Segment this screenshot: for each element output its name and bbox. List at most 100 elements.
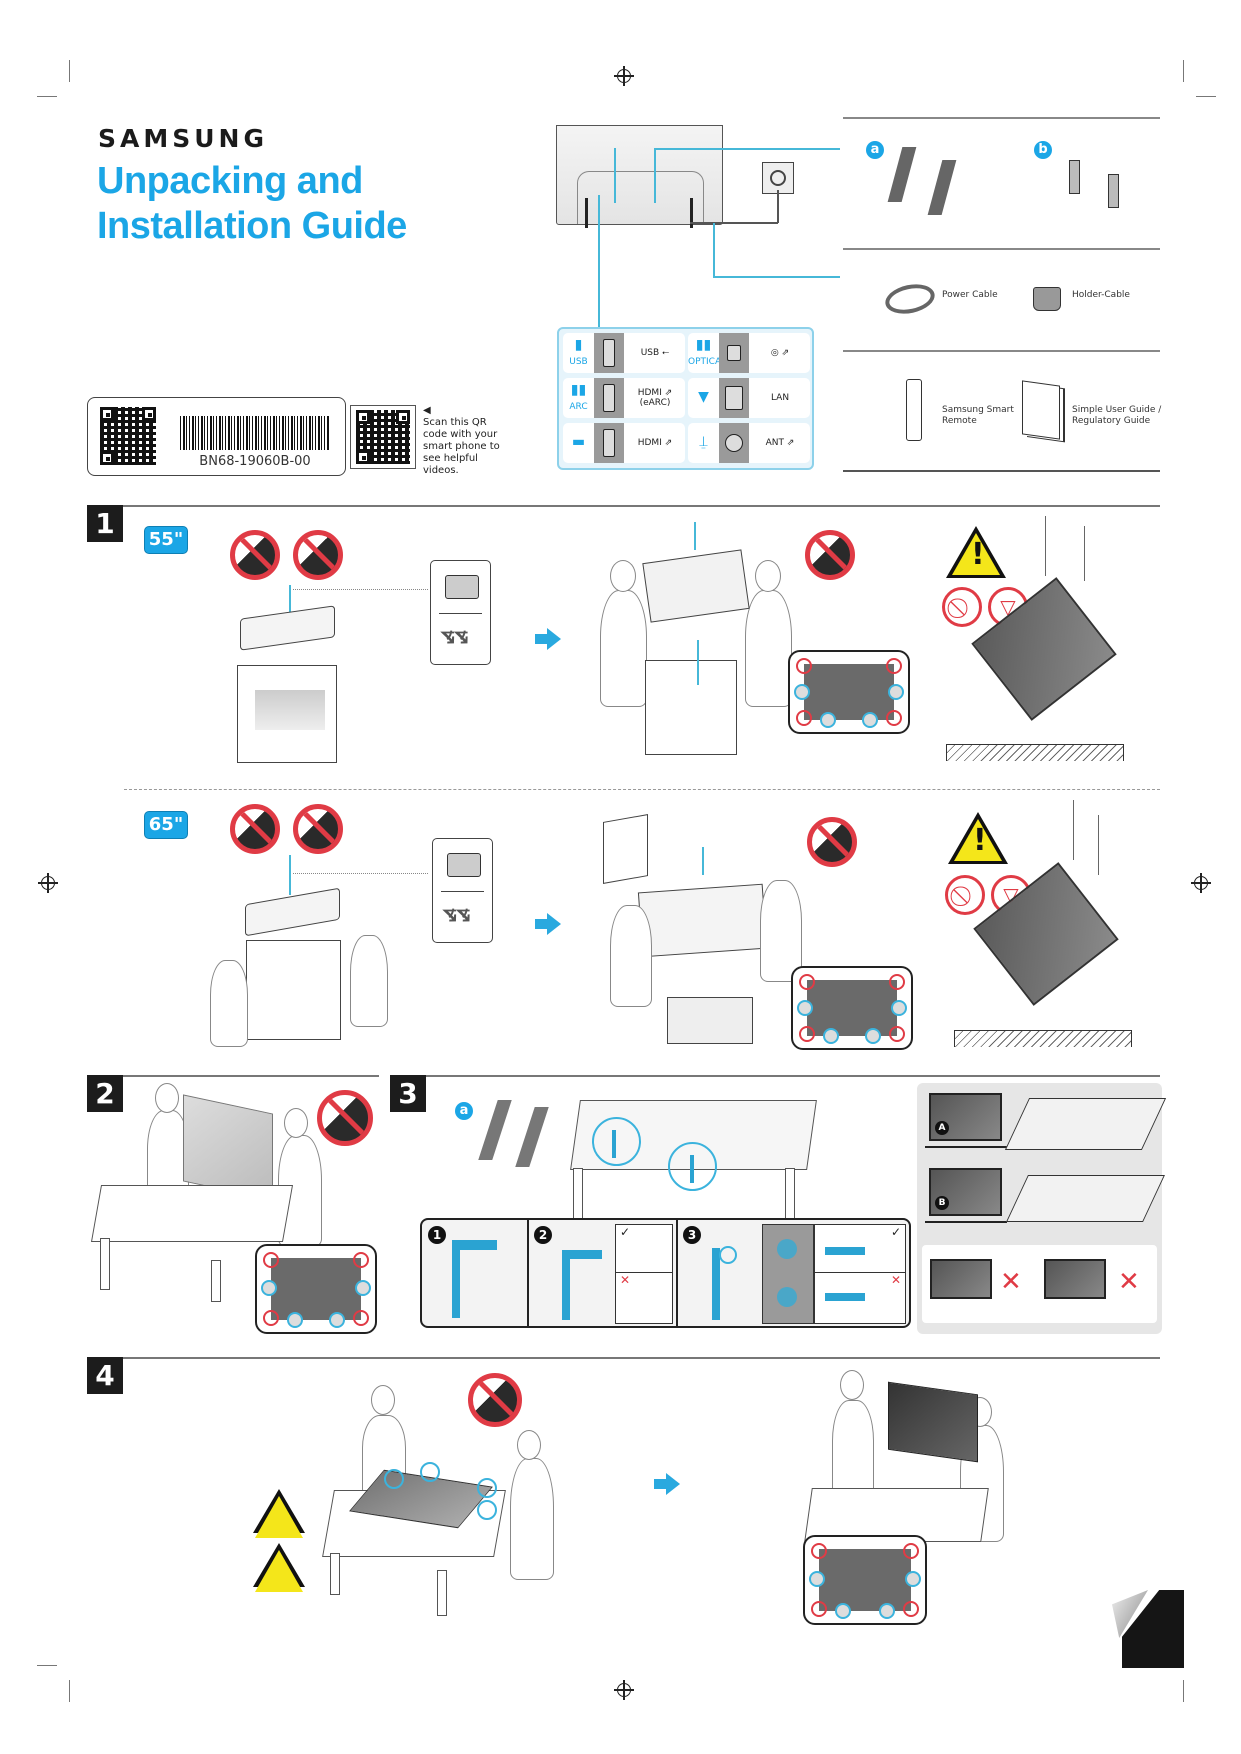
step-number-2: 2 xyxy=(87,1075,123,1112)
packing-foam xyxy=(240,605,335,651)
person-head xyxy=(155,1083,179,1113)
connector-hdmi-earc: ▮▮ARC HDMI ⇗ (eARC) xyxy=(563,378,685,418)
item-badge-b: b xyxy=(1034,141,1052,159)
person-head xyxy=(371,1385,395,1415)
tv-option-b-icon: B xyxy=(929,1168,1002,1216)
next-arrow-icon xyxy=(654,1473,680,1495)
size-badge-55: 55" xyxy=(144,526,188,554)
person-illustration xyxy=(760,880,802,982)
power-cable-icon xyxy=(882,280,938,318)
power-cord-line xyxy=(690,222,778,224)
section-divider xyxy=(87,1357,1160,1359)
warning-exclamation: ! xyxy=(971,537,985,572)
wrong-grip-inset: ✕ xyxy=(615,1272,673,1324)
table-illustration xyxy=(804,1488,989,1542)
crop-mark xyxy=(1183,1680,1184,1702)
grip-circle xyxy=(384,1469,404,1489)
stand-position-options: A B ✕ ✕ xyxy=(917,1083,1167,1334)
prohibited-grab-screen-icon xyxy=(293,804,343,854)
arrow-left-icon: ◀ xyxy=(423,405,431,416)
floor-hatch xyxy=(946,744,1124,761)
prohibited-press-screen-icon xyxy=(807,817,857,867)
size-badge-65: 65" xyxy=(144,811,188,839)
lan-port-icon xyxy=(719,378,749,418)
cross-icon: ✕ xyxy=(1000,1267,1022,1297)
guide-bracket-icon xyxy=(1069,160,1080,194)
tv-back-with-stands-b xyxy=(1006,1175,1165,1222)
section-divider xyxy=(87,1075,379,1077)
divider xyxy=(843,470,1160,472)
divider xyxy=(843,350,1160,352)
snap-detail-inset xyxy=(762,1224,814,1324)
person-illustration xyxy=(832,1400,874,1502)
page-title-line1: Unpacking and xyxy=(97,160,363,202)
user-guide-icon xyxy=(1022,380,1060,440)
person-head xyxy=(610,560,636,592)
grip-detail-inset xyxy=(667,997,753,1044)
check-icon: ✓ xyxy=(620,1225,631,1239)
stand-leg-blue xyxy=(562,1250,570,1320)
peg-icon xyxy=(777,1239,797,1259)
grip-circle xyxy=(477,1478,497,1498)
stand-icon: ⦪⦪ xyxy=(443,899,470,927)
table-illustration xyxy=(90,1185,294,1242)
dotted-leader xyxy=(293,589,428,590)
leader-line xyxy=(614,148,616,203)
prohibited-grab-screen-icon xyxy=(293,530,343,580)
person-head xyxy=(840,1370,864,1400)
video-qr-code[interactable] xyxy=(356,410,410,464)
hdmi-port-icon xyxy=(594,423,624,463)
leader-line xyxy=(654,148,840,150)
soundbar-icon: ▬ xyxy=(571,434,586,450)
connector-usb: ▮USB USB ⭠ xyxy=(563,333,685,373)
box-illustration xyxy=(645,660,737,755)
contents-callout: ⦪⦪ xyxy=(430,560,491,665)
grip-points-diagram xyxy=(788,650,910,734)
speaker-icon: ▮▮OPTICAL xyxy=(688,337,727,367)
empty-box-illustration xyxy=(603,814,648,884)
table-leg xyxy=(573,1168,583,1225)
table-leg xyxy=(330,1553,340,1595)
substep-2-badge: 2 xyxy=(534,1226,552,1244)
step-number-1: 1 xyxy=(87,505,123,542)
qr-hint: ◀ Scan this QR code with your smart phon… xyxy=(423,405,513,477)
tv-lifted-from-box xyxy=(637,883,768,958)
motion-line xyxy=(1098,815,1099,875)
item-badge-a: a xyxy=(866,141,884,159)
holder-cable-icon xyxy=(1033,287,1061,311)
stand-icon xyxy=(478,1100,512,1160)
prohibited-press-screen-icon xyxy=(317,1090,373,1146)
video-qr-box[interactable] xyxy=(350,405,416,469)
cable-bag-icon xyxy=(447,853,481,877)
heavy-lift-hazard-icon xyxy=(253,1543,305,1592)
crop-mark xyxy=(69,1680,70,1702)
correct-fit-inset: ✓ xyxy=(814,1224,906,1273)
brand-logo: SAMSUNG xyxy=(98,124,268,153)
motion-line xyxy=(1045,516,1046,576)
contents-callout: ⦪⦪ xyxy=(432,838,493,943)
tv-back-with-stands-a xyxy=(1004,1098,1167,1150)
up-arrow xyxy=(702,847,704,875)
person-illustration xyxy=(610,905,652,1007)
registration-mark-icon xyxy=(38,873,58,893)
remote-icon xyxy=(906,379,922,441)
user-guide-label: Simple User Guide / Regulatory Guide xyxy=(1072,405,1162,426)
registration-mark-icon xyxy=(614,66,634,86)
motion-line xyxy=(1073,800,1074,860)
qr-code[interactable] xyxy=(100,407,156,465)
crop-mark xyxy=(37,1665,57,1666)
usb-port-icon xyxy=(594,333,624,373)
dotted-separator xyxy=(124,789,1160,790)
divider xyxy=(843,117,1160,119)
person-illustration xyxy=(510,1458,554,1580)
product-label: BN68-19060B-00 xyxy=(87,397,346,476)
stand-base-line xyxy=(925,1146,1007,1148)
warning-triangle-icon xyxy=(948,812,1008,864)
stand-leg-blue xyxy=(690,1155,694,1183)
registration-mark-icon xyxy=(1191,873,1211,893)
floor-hatch xyxy=(954,1030,1132,1047)
stand-icon: ⦪⦪ xyxy=(441,621,468,649)
box-window xyxy=(255,690,325,730)
page-title-line2: Installation Guide xyxy=(97,205,407,247)
prohibited-press-screen-icon xyxy=(805,530,855,580)
